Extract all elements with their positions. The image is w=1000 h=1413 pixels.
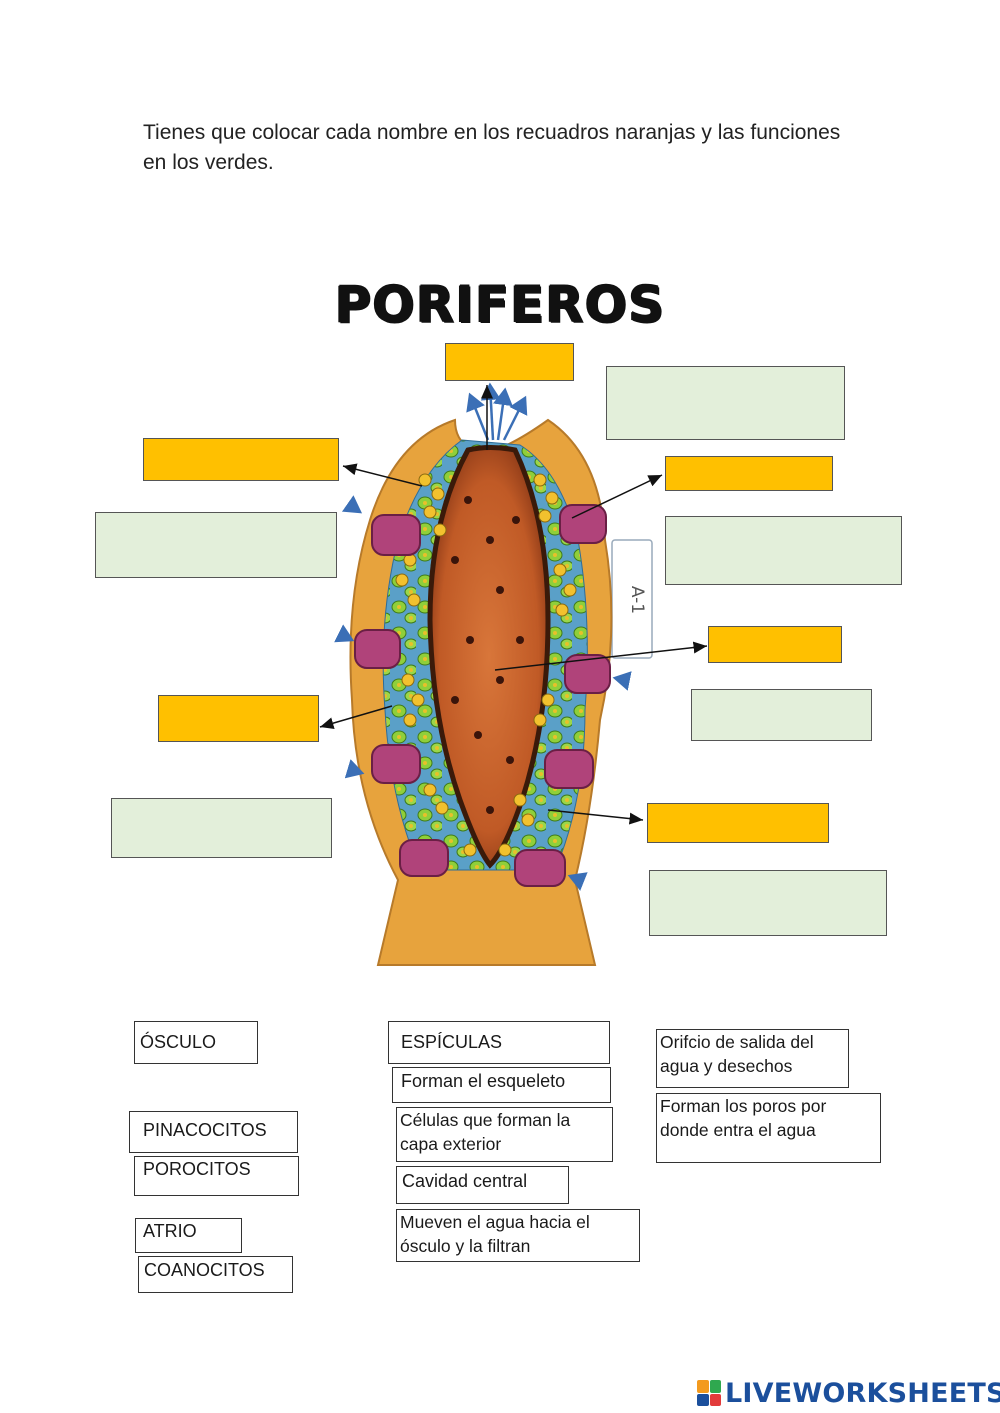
sponge-cell-layer	[382, 439, 588, 871]
answer-tile-funcion-capa[interactable]: Células que forman la capa exterior	[396, 1107, 613, 1162]
tag-text: A-1	[627, 586, 647, 614]
pointer-arrows	[319, 385, 708, 825]
answer-tile-atrio[interactable]: ATRIO	[135, 1218, 242, 1253]
diagram-title: PORIFEROS	[334, 276, 666, 334]
name-dropbox-right-lower[interactable]	[647, 803, 829, 843]
function-dropbox-right-lower[interactable]	[649, 870, 887, 936]
water-flow-arrows	[334, 382, 632, 891]
brand-name: LIVEWORKSHEETS	[725, 1377, 1000, 1409]
liveworksheets-mark-icon	[697, 1380, 721, 1406]
answer-tile-funcion-poros[interactable]: Forman los poros por donde entra el agua	[656, 1093, 881, 1163]
function-dropbox-top-right[interactable]	[606, 366, 845, 440]
name-dropbox-left-lower[interactable]	[158, 695, 319, 742]
answer-tile-funcion-esqueleto[interactable]: Forman el esqueleto	[392, 1067, 611, 1103]
name-dropbox-top[interactable]	[445, 343, 574, 381]
name-dropbox-right-upper[interactable]	[665, 456, 833, 491]
porocyte-rings	[354, 504, 611, 887]
sponge-cavity	[427, 445, 551, 869]
name-dropbox-right-middle[interactable]	[708, 626, 842, 663]
choanocyte-cells	[395, 473, 577, 857]
answer-tile-funcion-salida[interactable]: Orifcio de salida del agua y desechos	[656, 1029, 849, 1088]
instructions-text: Tienes que colocar cada nombre en los re…	[143, 121, 841, 174]
name-dropbox-left-upper[interactable]	[143, 438, 339, 481]
liveworksheets-logo: LIVEWORKSHEETS	[697, 1376, 1000, 1410]
sponge-outer-wall	[349, 418, 613, 966]
answer-tile-osculo[interactable]: ÓSCULO	[134, 1021, 258, 1064]
answer-tile-funcion-cavidad[interactable]: Cavidad central	[396, 1166, 569, 1204]
function-dropbox-left-lower[interactable]	[111, 798, 332, 858]
function-dropbox-right-middle[interactable]	[691, 689, 872, 741]
answer-tile-espiculas[interactable]: ESPÍCULAS	[388, 1021, 610, 1064]
answer-tile-coanocitos[interactable]: COANOCITOS	[138, 1256, 293, 1293]
answer-tile-funcion-filtran[interactable]: Mueven el agua hacia el ósculo y la filt…	[396, 1209, 640, 1262]
answer-tile-pinacocitos[interactable]: PINACOCITOS	[129, 1111, 298, 1153]
answer-tile-porocitos[interactable]: POROCITOS	[134, 1156, 299, 1196]
function-dropbox-right-upper[interactable]	[665, 516, 902, 585]
function-dropbox-left-upper[interactable]	[95, 512, 337, 578]
tag-label: A-1	[611, 539, 653, 659]
